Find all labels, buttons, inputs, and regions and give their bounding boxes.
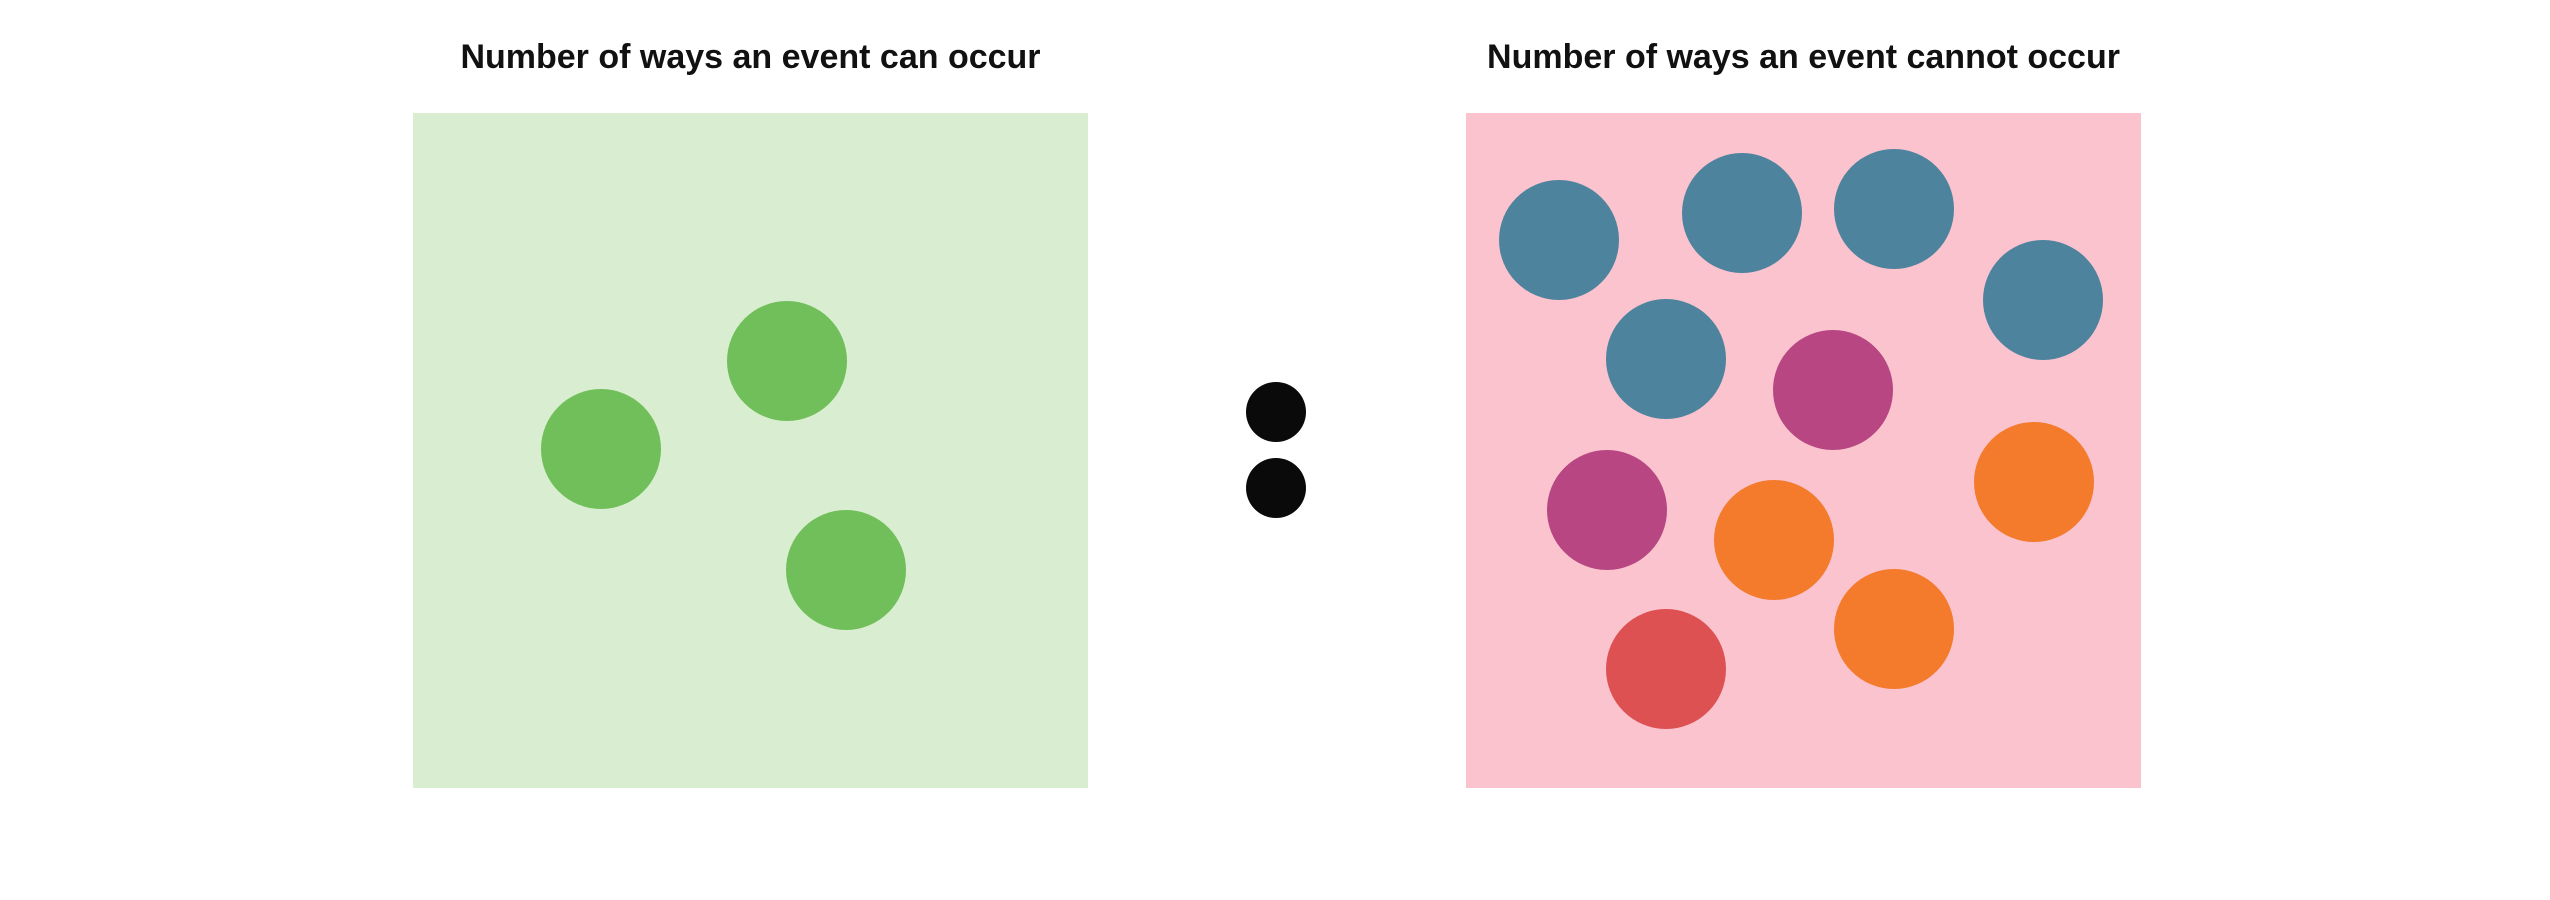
ratio-colon-top-dot [1246,382,1306,442]
event-occurs-box [413,113,1088,788]
orange-ball [1834,569,1954,689]
blue-ball [1499,180,1619,300]
left-panel-title: Number of ways an event can occur [460,38,1041,76]
event-not-occurs-box [1466,113,2141,788]
orange-ball [1714,480,1834,600]
blue-ball [1834,149,1954,269]
purple-ball [1773,330,1893,450]
blue-ball [1606,299,1726,419]
green-ball [727,301,847,421]
green-ball [786,510,906,630]
right-panel-title: Number of ways an event cannot occur [1487,38,2120,76]
blue-ball [1682,153,1802,273]
blue-ball [1983,240,2103,360]
ratio-colon-bottom-dot [1246,458,1306,518]
green-ball [541,389,661,509]
orange-ball [1974,422,2094,542]
red-ball [1606,609,1726,729]
purple-ball [1547,450,1667,570]
